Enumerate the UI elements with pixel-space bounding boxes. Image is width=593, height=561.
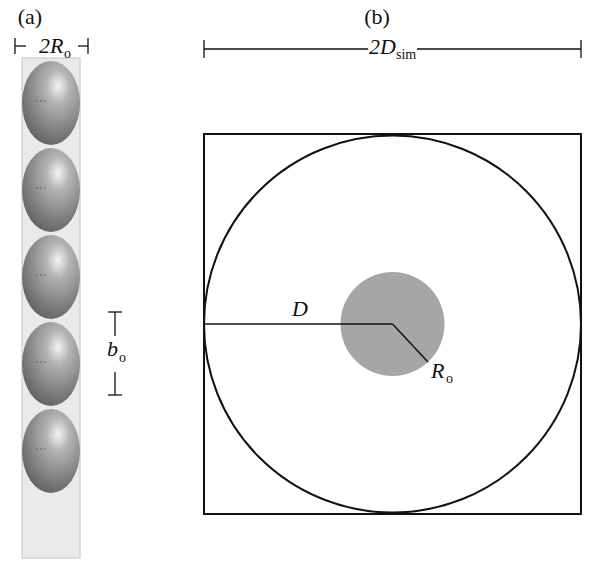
dimension-label: b xyxy=(107,338,118,360)
subscript: o xyxy=(119,351,126,365)
cylinder xyxy=(22,58,80,558)
simulation-box xyxy=(204,134,581,514)
sphere xyxy=(22,409,80,493)
rod-radius-line xyxy=(393,324,429,362)
cell-boundary xyxy=(204,136,581,513)
sphere xyxy=(22,61,80,145)
dimension-label: R xyxy=(431,360,444,382)
sphere xyxy=(22,148,80,232)
sphere-marker xyxy=(36,449,48,450)
dimension-label: 2D xyxy=(368,36,397,58)
sphere-marker xyxy=(36,188,48,189)
sphere-chain xyxy=(22,61,80,493)
sphere-marker xyxy=(36,362,48,363)
sphere xyxy=(22,322,80,406)
sphere-marker xyxy=(36,275,48,276)
radius-line xyxy=(205,323,393,325)
subscript: o xyxy=(64,47,71,61)
dimension-label: 2R xyxy=(38,35,64,57)
panel-label: (a) xyxy=(18,6,42,28)
sphere xyxy=(22,235,80,319)
sphere-marker xyxy=(36,101,48,102)
subscript: o xyxy=(446,372,453,386)
subscript: sim xyxy=(395,48,417,62)
panel-label: (b) xyxy=(364,6,390,28)
dimension-label: D xyxy=(292,298,308,320)
